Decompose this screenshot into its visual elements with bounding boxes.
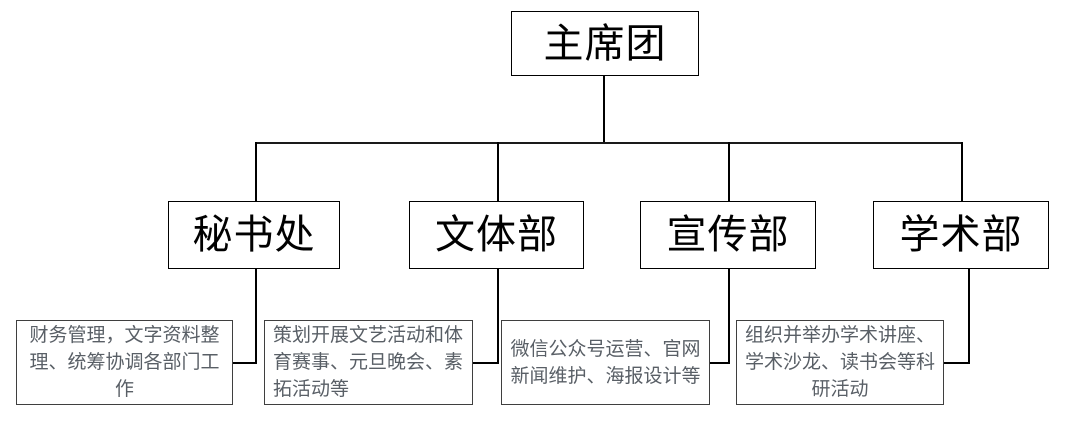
- connector-drop-desc-academic: [968, 269, 970, 363]
- desc-box-culture-sports[interactable]: 策划开展文艺活动和体育赛事、元旦晚会、素拓活动等: [264, 320, 473, 405]
- node-department-secretariat[interactable]: 秘书处: [168, 201, 340, 269]
- connector-root-stem: [603, 76, 605, 143]
- desc-box-academic[interactable]: 组织并举办学术讲座、学术沙龙、读书会等科研活动: [736, 320, 944, 405]
- node-presidium[interactable]: 主席团: [511, 11, 699, 76]
- node-department-publicity-label: 宣传部: [666, 212, 790, 258]
- node-department-culture-sports[interactable]: 文体部: [409, 201, 584, 269]
- connector-stub-desc-culture-sports: [472, 362, 499, 364]
- node-department-secretariat-label: 秘书处: [192, 212, 316, 258]
- connector-drop-publicity: [728, 142, 730, 201]
- connector-drop-secretariat: [255, 142, 257, 201]
- connector-drop-desc-publicity: [728, 269, 730, 363]
- desc-box-secretariat-text: 财务管理，文字资料整理、统筹协调各部门工作: [29, 324, 220, 400]
- node-department-academic-label: 学术部: [899, 212, 1023, 258]
- desc-box-culture-sports-text: 策划开展文艺活动和体育赛事、元旦晚会、素拓活动等: [273, 324, 464, 400]
- desc-box-academic-text: 组织并举办学术讲座、学术沙龙、读书会等科研活动: [745, 324, 936, 400]
- node-department-academic[interactable]: 学术部: [873, 201, 1049, 269]
- connector-stub-desc-secretariat: [232, 362, 257, 364]
- connector-drop-desc-culture-sports: [497, 269, 499, 363]
- connector-drop-culture-sports: [497, 142, 499, 201]
- desc-box-secretariat[interactable]: 财务管理，文字资料整理、统筹协调各部门工作: [16, 320, 233, 405]
- connector-drop-academic: [961, 142, 963, 201]
- desc-box-publicity-text: 微信公众号运营、官网新闻维护、海报设计等: [510, 337, 701, 387]
- connector-drop-desc-secretariat: [255, 269, 257, 363]
- node-department-publicity[interactable]: 宣传部: [640, 201, 816, 269]
- connector-stub-desc-academic: [943, 362, 970, 364]
- connector-stub-desc-publicity: [709, 362, 730, 364]
- connector-bus: [255, 142, 963, 144]
- node-presidium-label: 主席团: [543, 20, 667, 67]
- desc-box-publicity[interactable]: 微信公众号运营、官网新闻维护、海报设计等: [501, 320, 710, 405]
- node-department-culture-sports-label: 文体部: [435, 212, 558, 258]
